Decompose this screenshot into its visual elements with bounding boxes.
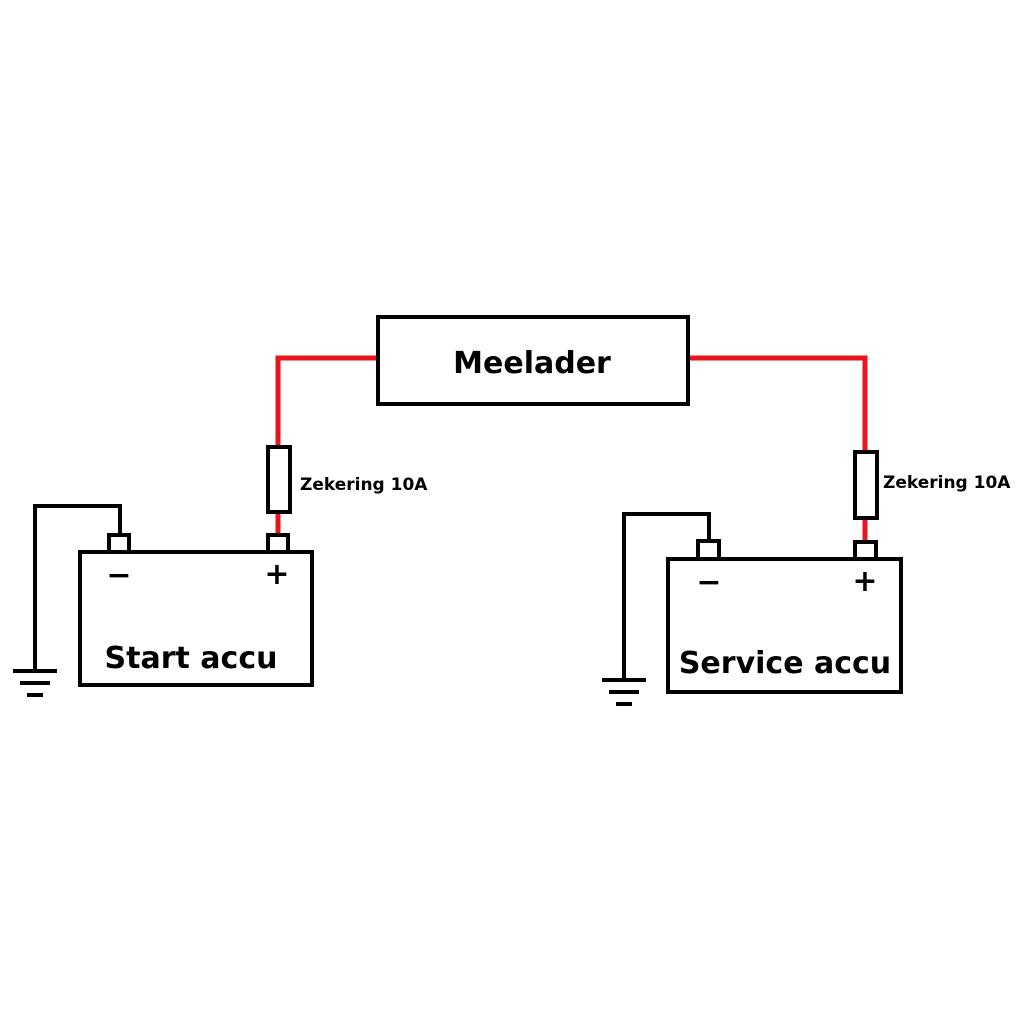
service-positive-terminal bbox=[853, 540, 878, 561]
start-positive-sign: + bbox=[264, 557, 289, 592]
fuse-start: Zekering 10A bbox=[266, 445, 428, 514]
fuse-service-label: Zekering 10A bbox=[883, 473, 1011, 493]
service-battery-body bbox=[666, 557, 903, 694]
service-negative-terminal bbox=[696, 539, 721, 561]
start-ground-wire bbox=[33, 504, 122, 670]
positive-wiring bbox=[275, 355, 868, 543]
service-battery: − + Service accu bbox=[602, 512, 903, 706]
fuse-start-body bbox=[266, 445, 292, 514]
charger-label: Meelader bbox=[453, 346, 611, 381]
charger-box bbox=[376, 315, 690, 406]
start-battery: − + Start accu bbox=[13, 504, 314, 697]
service-positive-sign: + bbox=[852, 564, 877, 599]
service-battery-label: Service accu bbox=[679, 646, 891, 681]
start-battery-body bbox=[78, 550, 314, 687]
start-negative-terminal bbox=[107, 533, 131, 554]
fuse-start-label: Zekering 10A bbox=[300, 475, 428, 495]
start-positive-terminal bbox=[266, 533, 290, 554]
ground-icon bbox=[13, 669, 57, 697]
fuse-service-body bbox=[853, 450, 879, 520]
wire-charger-to-service-fuse bbox=[688, 355, 868, 452]
start-battery-label: Start accu bbox=[105, 641, 278, 676]
service-negative-sign: − bbox=[696, 565, 721, 600]
wire-charger-to-start-fuse bbox=[275, 355, 378, 447]
fuse-service: Zekering 10A bbox=[853, 450, 1011, 520]
start-negative-sign: − bbox=[106, 558, 131, 593]
service-ground-wire bbox=[622, 512, 711, 679]
ground-icon bbox=[602, 678, 646, 706]
charger: Meelader bbox=[376, 315, 690, 406]
